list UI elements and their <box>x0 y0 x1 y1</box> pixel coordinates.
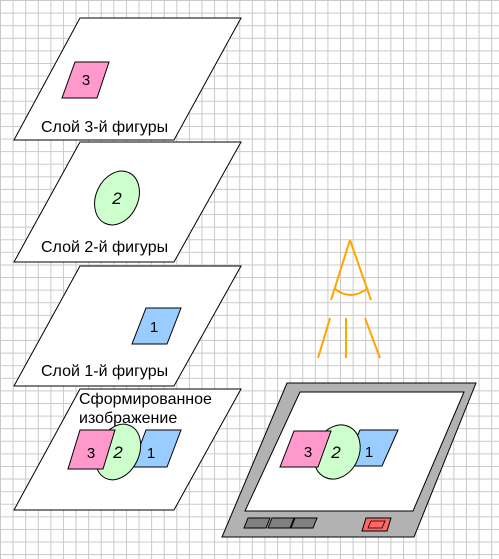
layer-3-label: Слой 3-й фигуры <box>41 119 168 136</box>
composite-label-line1: Сформированное <box>79 391 212 408</box>
layer-2: 2 Слой 2-й фигуры <box>13 141 242 263</box>
composite-layer: Сформированное изображение 3 2 1 <box>13 388 242 511</box>
shape-2-number: 2 <box>111 189 122 208</box>
layer-1-label: Слой 1-й фигуры <box>41 363 168 380</box>
shape-1-number: 1 <box>150 319 158 336</box>
composite-number-1: 1 <box>147 445 155 462</box>
device-button-2[interactable] <box>267 517 295 529</box>
device-button-1[interactable] <box>243 517 271 529</box>
layer-1: 1 Слой 1-й фигуры <box>13 265 242 387</box>
composite-number-3: 3 <box>87 445 95 462</box>
composite-label-line2: изображение <box>79 410 177 427</box>
display-number-1: 1 <box>365 444 373 461</box>
shape-1 <box>131 307 182 345</box>
device-power-button[interactable] <box>361 517 392 532</box>
composite-shape-3 <box>67 429 116 470</box>
shape-3 <box>61 61 110 99</box>
display-number-2: 2 <box>330 443 341 462</box>
layer-3-sheet <box>13 17 242 141</box>
shape-3-number: 3 <box>82 72 90 89</box>
display-device: 3 2 1 <box>221 382 477 538</box>
layer-1-sheet <box>13 265 242 387</box>
device-button-3[interactable] <box>290 517 318 529</box>
layer-2-label: Слой 2-й фигуры <box>41 239 168 256</box>
shape-2 <box>94 170 140 226</box>
display-number-3: 3 <box>304 444 312 461</box>
eye-icon <box>317 239 381 359</box>
power-button-inner <box>367 520 386 529</box>
display-shape-3 <box>279 430 332 468</box>
composite-number-2: 2 <box>112 443 123 462</box>
layer-3: 3 Слой 3-й фигуры <box>13 17 242 141</box>
